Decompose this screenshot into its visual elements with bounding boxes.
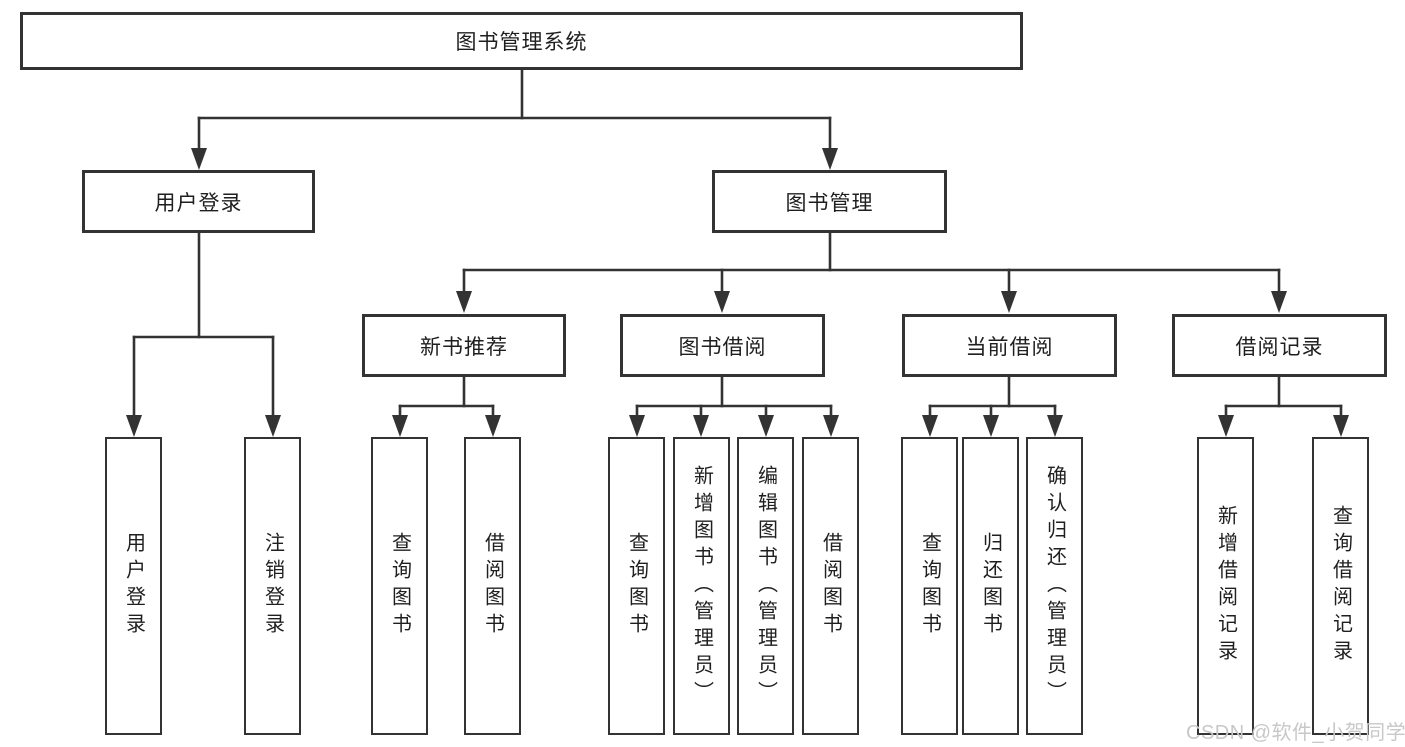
leaf-query-borrow-record-label: 查询借阅记录 <box>1329 505 1352 667</box>
leaf-logout-label: 注销登录 <box>261 532 284 640</box>
node-borrowing-records-label: 借阅记录 <box>1235 335 1324 359</box>
connectors-current-borrowing <box>922 375 1063 437</box>
leaf-add-book-admin: 新增图书（管理员） <box>673 437 730 735</box>
leaf-query-books-recommend: 查询图书 <box>371 437 428 735</box>
node-borrowing-records: 借阅记录 <box>1172 314 1387 377</box>
node-book-management-label: 图书管理 <box>785 191 874 215</box>
leaf-confirm-return-admin-label: 确认归还（管理员） <box>1043 464 1066 708</box>
arrowhead <box>1333 415 1349 437</box>
leaf-query-books-current-label: 查询图书 <box>918 532 941 640</box>
arrowhead <box>126 415 142 437</box>
arrowhead <box>1218 415 1234 437</box>
leaf-add-borrow-record-label: 新增借阅记录 <box>1214 505 1237 667</box>
leaf-return-books-label: 归还图书 <box>979 532 1002 640</box>
watermark: CSDN @软件_小贺同学 <box>1186 722 1405 744</box>
leaf-borrow-books-borrowing-label: 借阅图书 <box>819 532 842 640</box>
node-current-borrowing: 当前借阅 <box>902 314 1117 377</box>
arrowhead <box>265 415 281 437</box>
node-root: 图书管理系统 <box>20 12 1023 70</box>
arrowhead <box>1047 415 1063 437</box>
connectors-new-book-recommend <box>392 375 501 437</box>
leaf-return-books: 归还图书 <box>962 437 1019 735</box>
node-book-management: 图书管理 <box>712 170 947 233</box>
connectors-book-borrowing <box>629 375 839 437</box>
connectors-book-management <box>456 231 1287 313</box>
arrowhead <box>922 415 938 437</box>
arrowhead <box>191 148 207 170</box>
node-book-borrowing: 图书借阅 <box>620 314 825 377</box>
node-new-book-recommend-label: 新书推荐 <box>420 335 508 359</box>
leaf-user-login-label: 用户登录 <box>122 532 145 640</box>
leaf-add-borrow-record: 新增借阅记录 <box>1197 437 1254 735</box>
leaf-query-borrow-record: 查询借阅记录 <box>1312 437 1369 735</box>
leaf-edit-book-admin-label: 编辑图书（管理员） <box>754 464 777 708</box>
arrowhead <box>392 415 408 437</box>
leaf-query-books-borrowing-label: 查询图书 <box>625 532 648 640</box>
arrowhead <box>629 415 645 437</box>
arrowhead <box>714 291 730 313</box>
arrowhead <box>485 415 501 437</box>
arrowhead <box>693 415 709 437</box>
connectors-user-login <box>126 231 281 437</box>
node-book-borrowing-label: 图书借阅 <box>678 335 767 359</box>
leaf-confirm-return-admin: 确认归还（管理员） <box>1026 437 1083 735</box>
node-new-book-recommend: 新书推荐 <box>362 314 566 377</box>
leaf-query-books-current: 查询图书 <box>901 437 958 735</box>
leaf-query-books-borrowing: 查询图书 <box>608 437 665 735</box>
arrowhead <box>823 415 839 437</box>
arrowhead <box>1271 291 1287 313</box>
leaf-user-login: 用户登录 <box>105 437 162 735</box>
leaf-logout: 注销登录 <box>244 437 301 735</box>
leaf-query-books-recommend-label: 查询图书 <box>388 532 411 640</box>
leaf-borrow-books-recommend-label: 借阅图书 <box>481 532 504 640</box>
arrowhead <box>1001 291 1017 313</box>
leaf-borrow-books-recommend: 借阅图书 <box>464 437 521 735</box>
leaf-add-book-admin-label: 新增图书（管理员） <box>690 464 713 708</box>
arrowhead <box>983 415 999 437</box>
arrowhead <box>758 415 774 437</box>
connectors-borrowing-records <box>1218 375 1349 437</box>
leaf-borrow-books-borrowing: 借阅图书 <box>802 437 859 735</box>
node-user-login-label: 用户登录 <box>154 191 243 215</box>
arrowhead <box>822 148 838 170</box>
connectors-root <box>191 68 838 170</box>
node-root-label: 图书管理系统 <box>455 31 588 54</box>
node-current-borrowing-label: 当前借阅 <box>965 335 1054 359</box>
node-user-login: 用户登录 <box>82 170 315 233</box>
leaf-edit-book-admin: 编辑图书（管理员） <box>737 437 794 735</box>
arrowhead <box>456 291 472 313</box>
